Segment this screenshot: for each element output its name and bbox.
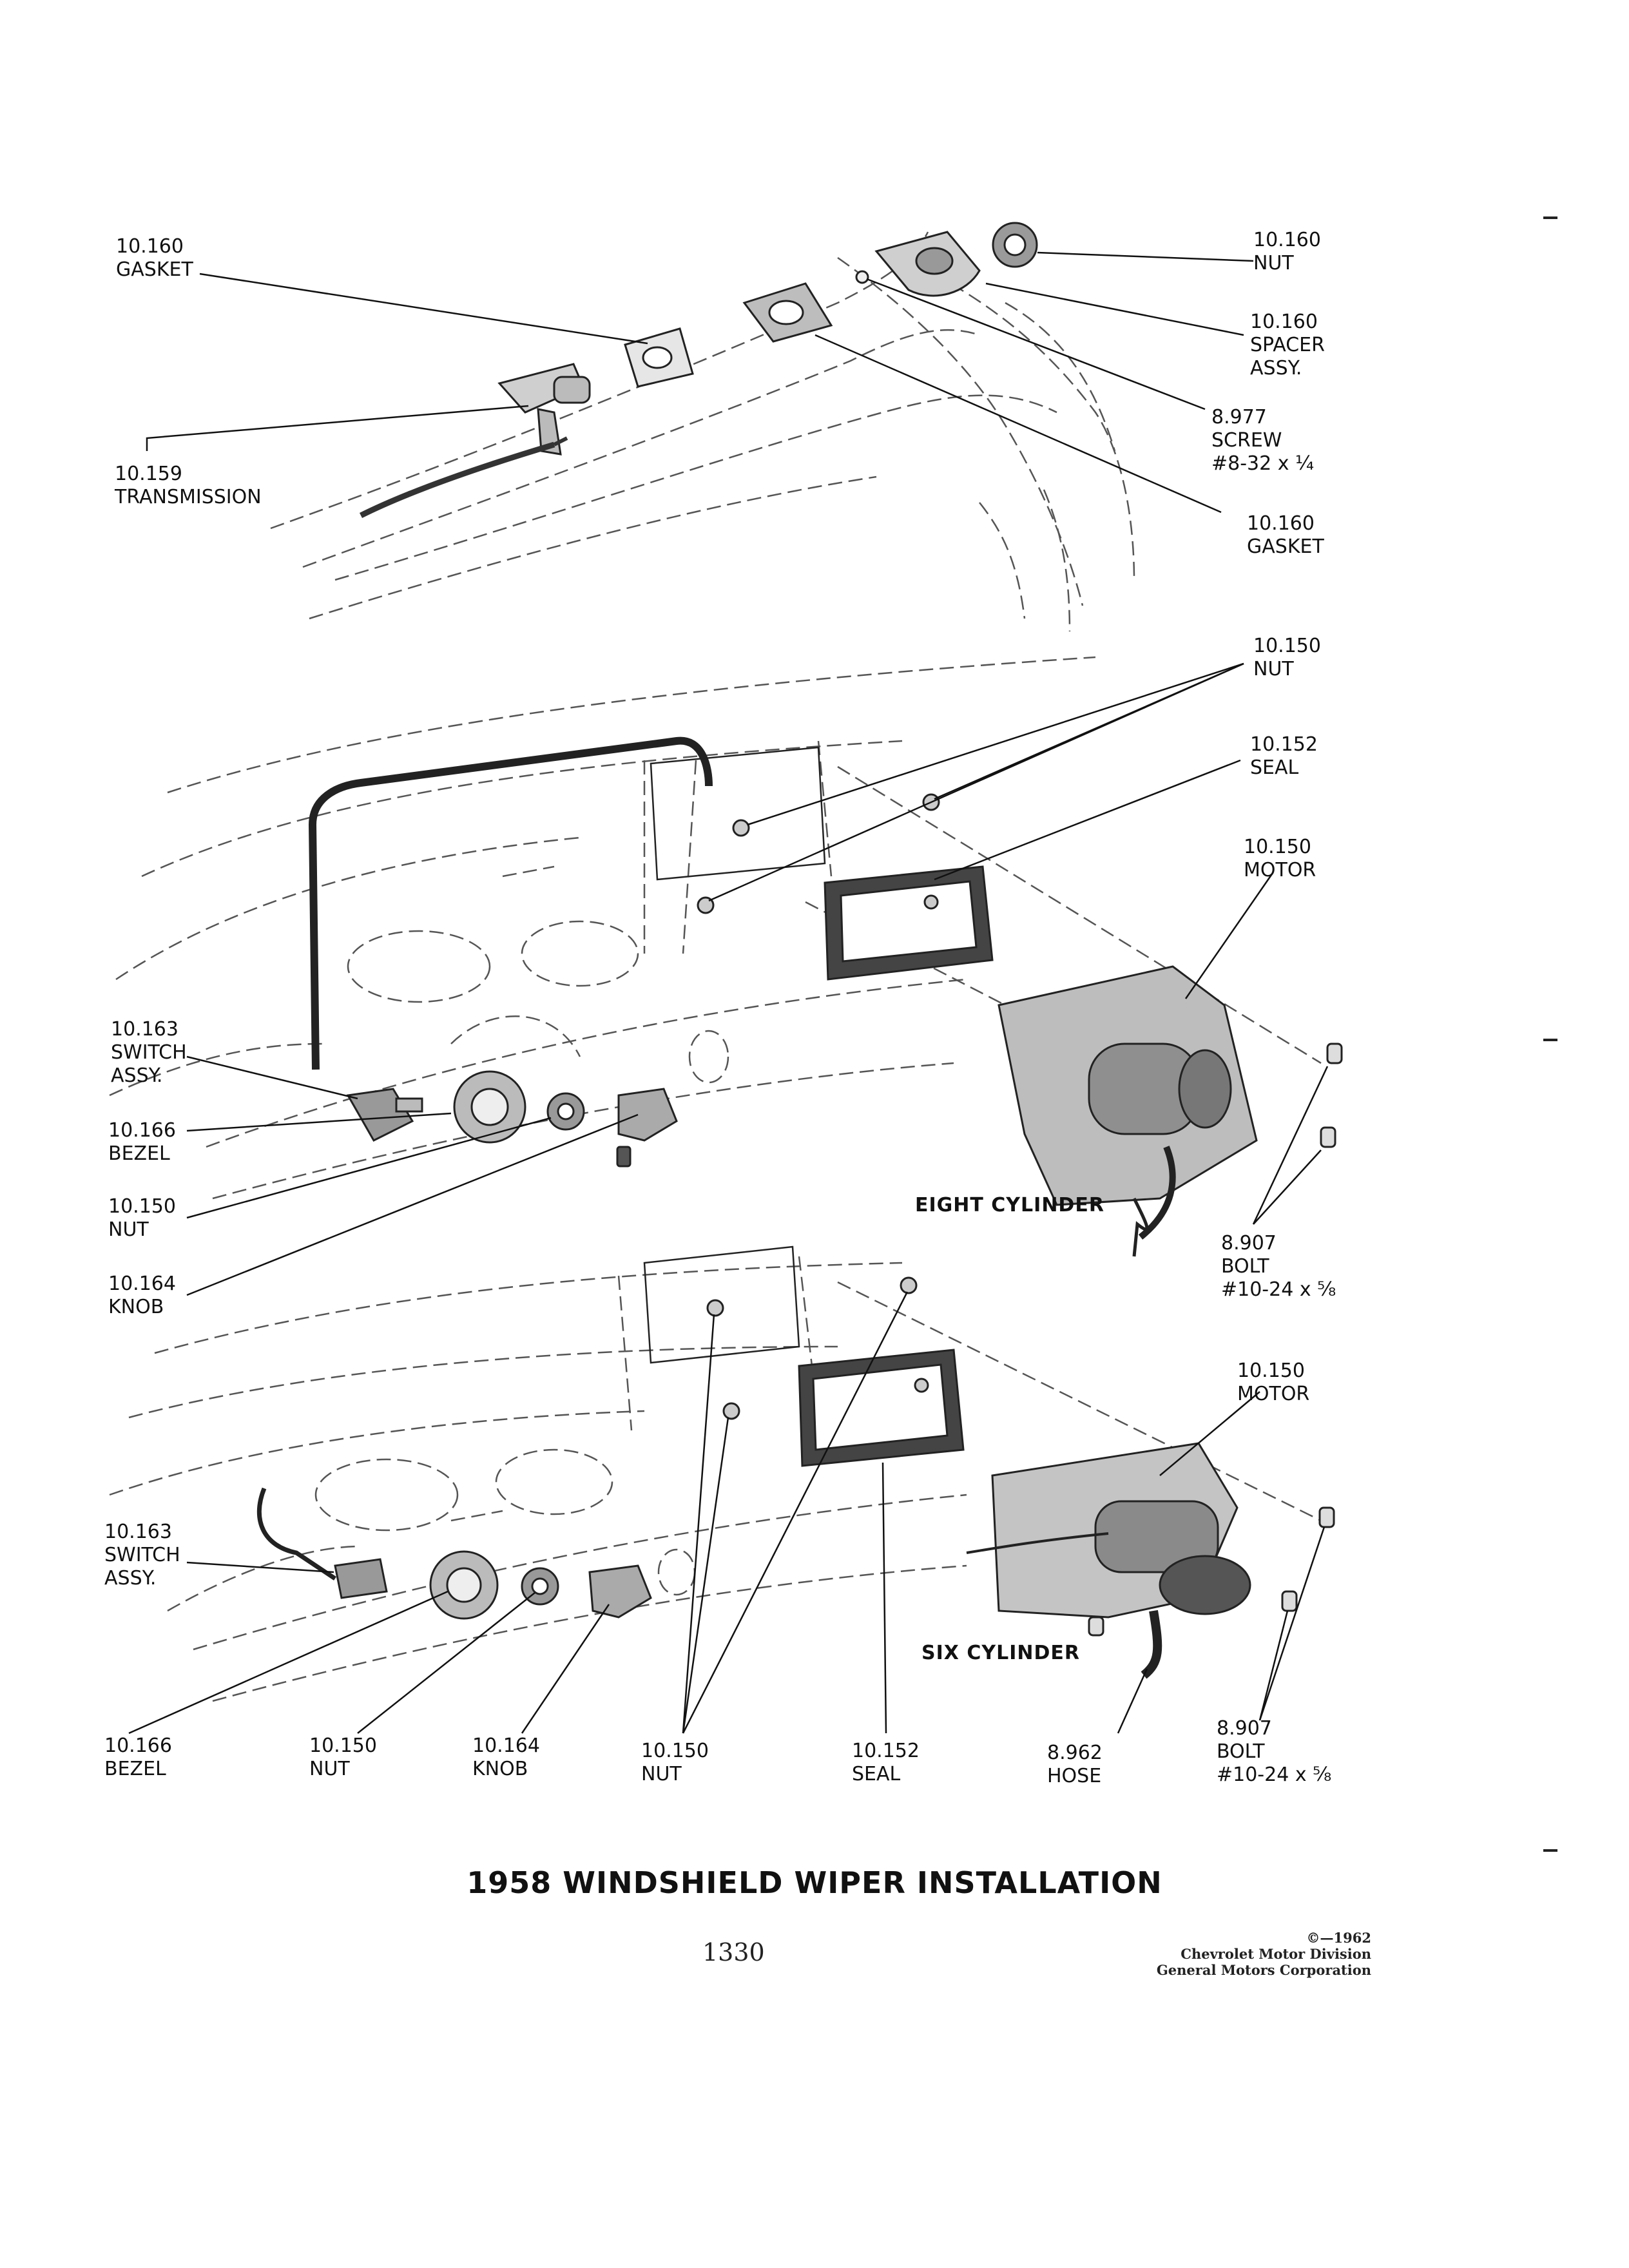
label-gasket-top: 10.160 GASKET [116,235,193,282]
part-number: 10.150 [1253,635,1321,657]
label-bezel-lower: 10.166 BEZEL [104,1735,172,1781]
upper-parts [346,746,1343,1257]
label-knob-upper: 10.164 KNOB [108,1273,176,1319]
part-name: ASSY. [104,1567,157,1590]
part-spec: #10-24 x ⅝ [1217,1763,1332,1786]
part-name: MOTOR [1244,859,1316,881]
label-seal-upper: 10.152 SEAL [1250,733,1318,780]
part-name: SPACER [1250,334,1325,356]
label-motor-upper: 10.150 MOTOR [1244,836,1316,882]
top-parts [359,222,1038,519]
label-hose: 8.962 HOSE [1047,1742,1103,1788]
part-name: KNOB [472,1758,528,1780]
margin-mark [1543,1849,1557,1852]
label-screw: 8.977 SCREW #8-32 x ¼ [1211,406,1314,476]
caption-eight-cylinder: EIGHT CYLINDER [915,1194,1104,1216]
part-name: MOTOR [1237,1383,1310,1405]
part-number: 10.166 [108,1119,176,1142]
part-name: NUT [108,1218,149,1241]
part-number: 8.907 [1217,1717,1272,1740]
part-name: NUT [1253,252,1294,274]
part-number: 10.163 [104,1521,172,1543]
part-number: 10.152 [852,1740,920,1762]
part-number: 10.159 [115,463,182,485]
label-bolt-upper: 8.907 BOLT #10-24 x ⅝ [1221,1232,1336,1302]
copyright-line: ©—1962 [1306,1930,1371,1946]
part-name: HOSE [1047,1765,1102,1787]
part-number: 10.150 [309,1735,377,1757]
part-number: 10.150 [1244,836,1311,858]
label-nut-top: 10.160 NUT [1253,229,1321,275]
part-spec: #10-24 x ⅝ [1221,1278,1336,1301]
part-name: BEZEL [104,1758,166,1780]
leader-lines [128,251,1329,1735]
windshield-weatherstrip-upper [308,736,713,1070]
part-number: 10.164 [108,1273,176,1295]
part-number: 10.160 [116,235,184,258]
page-number: 1330 [702,1938,765,1966]
part-name: NUT [309,1758,350,1780]
part-number: 10.150 [108,1195,176,1218]
lower-parts [256,1245,1335,1679]
credit-line-1: Chevrolet Motor Division [1181,1946,1371,1962]
label-spacer-assy: 10.160 SPACER ASSY. [1250,311,1325,380]
part-name: GASKET [116,258,193,281]
label-nut-lower-b: 10.150 NUT [641,1740,709,1786]
part-name: SEAL [852,1763,901,1785]
part-number: 10.150 [641,1740,709,1762]
part-name: BOLT [1217,1740,1265,1763]
part-name: SWITCH [111,1041,187,1064]
label-bezel-upper: 10.166 BEZEL [108,1119,176,1166]
part-name: BOLT [1221,1255,1269,1278]
part-number: 10.166 [104,1735,172,1757]
margin-mark [1543,1039,1557,1041]
part-number: 10.160 [1247,512,1315,535]
part-name: ASSY. [111,1064,163,1087]
label-seal-lower: 10.152 SEAL [852,1740,920,1786]
label-transmission: 10.159 TRANSMISSION [115,463,262,509]
part-name: NUT [641,1763,682,1785]
cowl-panel-outline [270,231,1135,632]
part-name: GASKET [1247,535,1324,558]
caption-six-cylinder: SIX CYLINDER [921,1642,1080,1664]
label-gasket-lower: 10.160 GASKET [1247,512,1324,559]
part-spec: #8-32 x ¼ [1211,452,1315,475]
part-number: 8.962 [1047,1742,1103,1764]
label-nut-upper: 10.150 NUT [1253,635,1321,681]
part-number: 8.907 [1221,1232,1277,1254]
page-title: 1958 WINDSHIELD WIPER INSTALLATION [467,1865,1162,1900]
part-number: 10.160 [1253,229,1321,251]
label-switch-lower: 10.163 SWITCH ASSY. [104,1521,180,1590]
label-motor-lower: 10.150 MOTOR [1237,1360,1309,1406]
credit-line-2: General Motors Corporation [1156,1962,1371,1978]
part-number: 10.150 [1237,1360,1305,1382]
label-bolt-lower: 8.907 BOLT #10-24 x ⅝ [1217,1717,1331,1787]
part-name: BEZEL [108,1142,170,1165]
part-name: ASSY. [1250,357,1302,380]
part-name: SWITCH [104,1544,180,1566]
copyright-credit: ©—1962 Chevrolet Motor Division General … [1157,1930,1371,1978]
dash-outline-lower [109,1256,1322,1702]
label-knob-lower: 10.164 KNOB [472,1735,540,1781]
part-number: 10.160 [1250,311,1318,333]
part-number: 10.164 [472,1735,540,1757]
part-number: 10.152 [1250,733,1318,756]
label-nut-lower-a: 10.150 NUT [309,1735,377,1781]
part-name: SCREW [1211,429,1282,452]
part-name: KNOB [108,1296,164,1318]
margin-mark [1543,216,1557,219]
part-name: SEAL [1250,756,1299,779]
part-number: 10.163 [111,1018,178,1041]
part-name: TRANSMISSION [115,486,262,508]
part-name: NUT [1253,658,1294,680]
label-switch-upper: 10.163 SWITCH ASSY. [111,1018,187,1088]
part-number: 8.977 [1211,406,1267,428]
label-nut-left-upper: 10.150 NUT [108,1195,176,1242]
